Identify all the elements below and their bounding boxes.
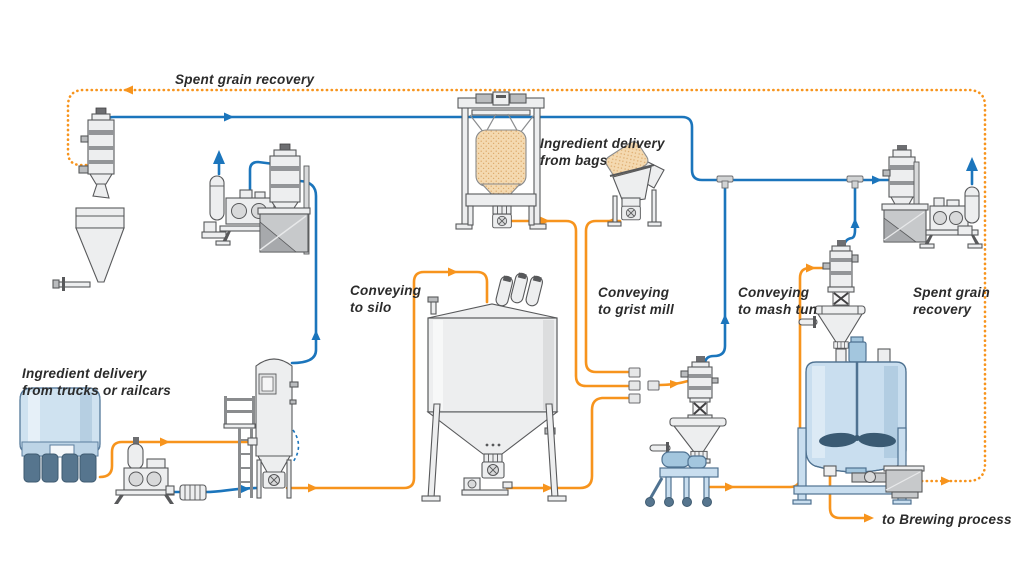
label-conveying-mash-1: Conveying	[738, 285, 810, 300]
coupling-port-3	[628, 393, 641, 404]
exhaust-arrow-right	[966, 157, 978, 171]
silo-filter-cartridge	[495, 275, 513, 307]
label-ingredient-bags-1: Ingredient delivery	[540, 136, 666, 151]
flow-arrow-grist-out	[725, 482, 735, 492]
label-ingredient-bags-2: from bags	[540, 153, 608, 168]
agitator-motor	[848, 341, 867, 363]
mash-feeder-air-pipe	[842, 184, 857, 250]
mash-feeder-receiver	[829, 250, 853, 288]
vessel-to-silo-pipe	[285, 270, 489, 490]
big-bag	[475, 129, 527, 187]
agitator-blade	[819, 432, 857, 448]
flow-arrow-to-silo	[448, 267, 458, 277]
mash-to-brewing-pipe	[828, 474, 866, 520]
flow-arrow-truck	[160, 437, 170, 447]
line-coupling-station	[628, 367, 660, 404]
bigbag-discharge-pipe	[510, 219, 630, 388]
storage-silo	[421, 272, 567, 502]
label-spent-grain-top: Spent grain recovery	[175, 72, 316, 87]
label-conveying-mash-2: to mash tun	[738, 302, 817, 317]
air-tee-mash	[846, 175, 864, 189]
spent-grain-receiver-right	[881, 145, 929, 243]
flow-arrow-air-grist	[720, 314, 730, 324]
air-tee-grist	[716, 175, 734, 189]
flow-arrow-bigbag	[540, 216, 550, 226]
flow-arrow-vessel-vent	[311, 330, 321, 340]
blower-filter	[127, 443, 144, 470]
label-spent-grain-right-1: Spent grain	[913, 285, 990, 300]
silencer-left	[209, 175, 225, 221]
vessel-body	[255, 358, 293, 457]
flow-arrow-to-grist	[670, 380, 680, 389]
silo-filter-cartridge	[525, 275, 543, 307]
flow-arrow-air-end	[872, 175, 882, 185]
delivery-truck	[19, 387, 101, 483]
grist-mill-cone	[672, 425, 722, 453]
mill-motor	[661, 451, 691, 468]
hose-coupling-box	[179, 484, 207, 501]
grist-mill-air-pipe	[703, 184, 727, 366]
coupling-port-2	[628, 380, 641, 391]
bag-dump-station	[605, 141, 665, 227]
hoist-motor	[492, 91, 510, 106]
label-conveying-silo-1: Conveying	[350, 283, 422, 298]
truck-unload-pipe	[98, 440, 256, 479]
silo-body	[427, 317, 558, 413]
label-conveying-grist-1: Conveying	[598, 285, 670, 300]
flow-arrow-to-mash	[806, 263, 816, 273]
silo-discharge-pipe	[505, 396, 630, 490]
flow-arrow-air-mash	[850, 218, 860, 228]
label-spent-grain-right-2: recovery	[913, 302, 973, 317]
spent-grain-receiver-left	[78, 107, 115, 199]
bagdump-discharge-pipe	[584, 219, 630, 374]
flow-arrow-air-main	[224, 112, 234, 122]
bigbag-rotary-valve	[492, 213, 512, 229]
blower-filter-pipe-left	[248, 160, 276, 199]
exhaust-arrow-left	[213, 150, 225, 164]
spent-grain-hopper-left	[52, 207, 125, 291]
grist-mill	[645, 356, 727, 507]
agitator-blade	[858, 432, 896, 448]
label-conveying-silo-2: to silo	[350, 300, 392, 315]
flow-arrow-brewing	[864, 513, 874, 523]
label-ingredient-trucks-2: from trucks or railcars	[22, 383, 171, 398]
label-ingredient-trucks-1: Ingredient delivery	[22, 366, 148, 381]
mash-tun	[792, 336, 925, 505]
flow-arrow-air-bottom	[240, 484, 250, 494]
coupling-port-out	[647, 380, 660, 391]
truck-blower-unit	[114, 437, 175, 504]
label-to-brewing: to Brewing process	[882, 512, 1012, 527]
spent-grain-recovery-pipe	[66, 85, 987, 486]
coupling-port-1	[628, 367, 641, 378]
exhaust-stubs	[217, 161, 974, 186]
silo-rotary-valve	[481, 461, 505, 479]
silo-filter-cartridge	[510, 272, 528, 304]
vessel-recirculation-arc	[292, 429, 300, 463]
flow-arrow-recovery-top	[123, 85, 133, 95]
mill-cart-table	[659, 467, 719, 478]
big-bag-unloader	[455, 91, 547, 230]
flow-arrow-silo-out	[543, 483, 553, 493]
bagdump-rotary-valve	[621, 205, 641, 221]
mash-tun-feeder	[798, 240, 866, 365]
diagram-labels: Spent grain recovery Ingredient delivery…	[22, 72, 1012, 527]
mash-outlet-valve	[823, 465, 837, 477]
dust-hopper-left	[257, 207, 311, 253]
vacuum-blower-station-right	[919, 186, 983, 249]
pressure-vessel	[223, 358, 299, 499]
label-conveying-grist-2: to grist mill	[598, 302, 674, 317]
grist-feeder-receiver	[687, 366, 713, 399]
flow-arrow-recovery-right	[941, 476, 951, 486]
silencer-right	[964, 186, 980, 224]
flow-arrow-vessel-out	[308, 483, 318, 493]
vessel-rotary-valve	[262, 471, 286, 489]
